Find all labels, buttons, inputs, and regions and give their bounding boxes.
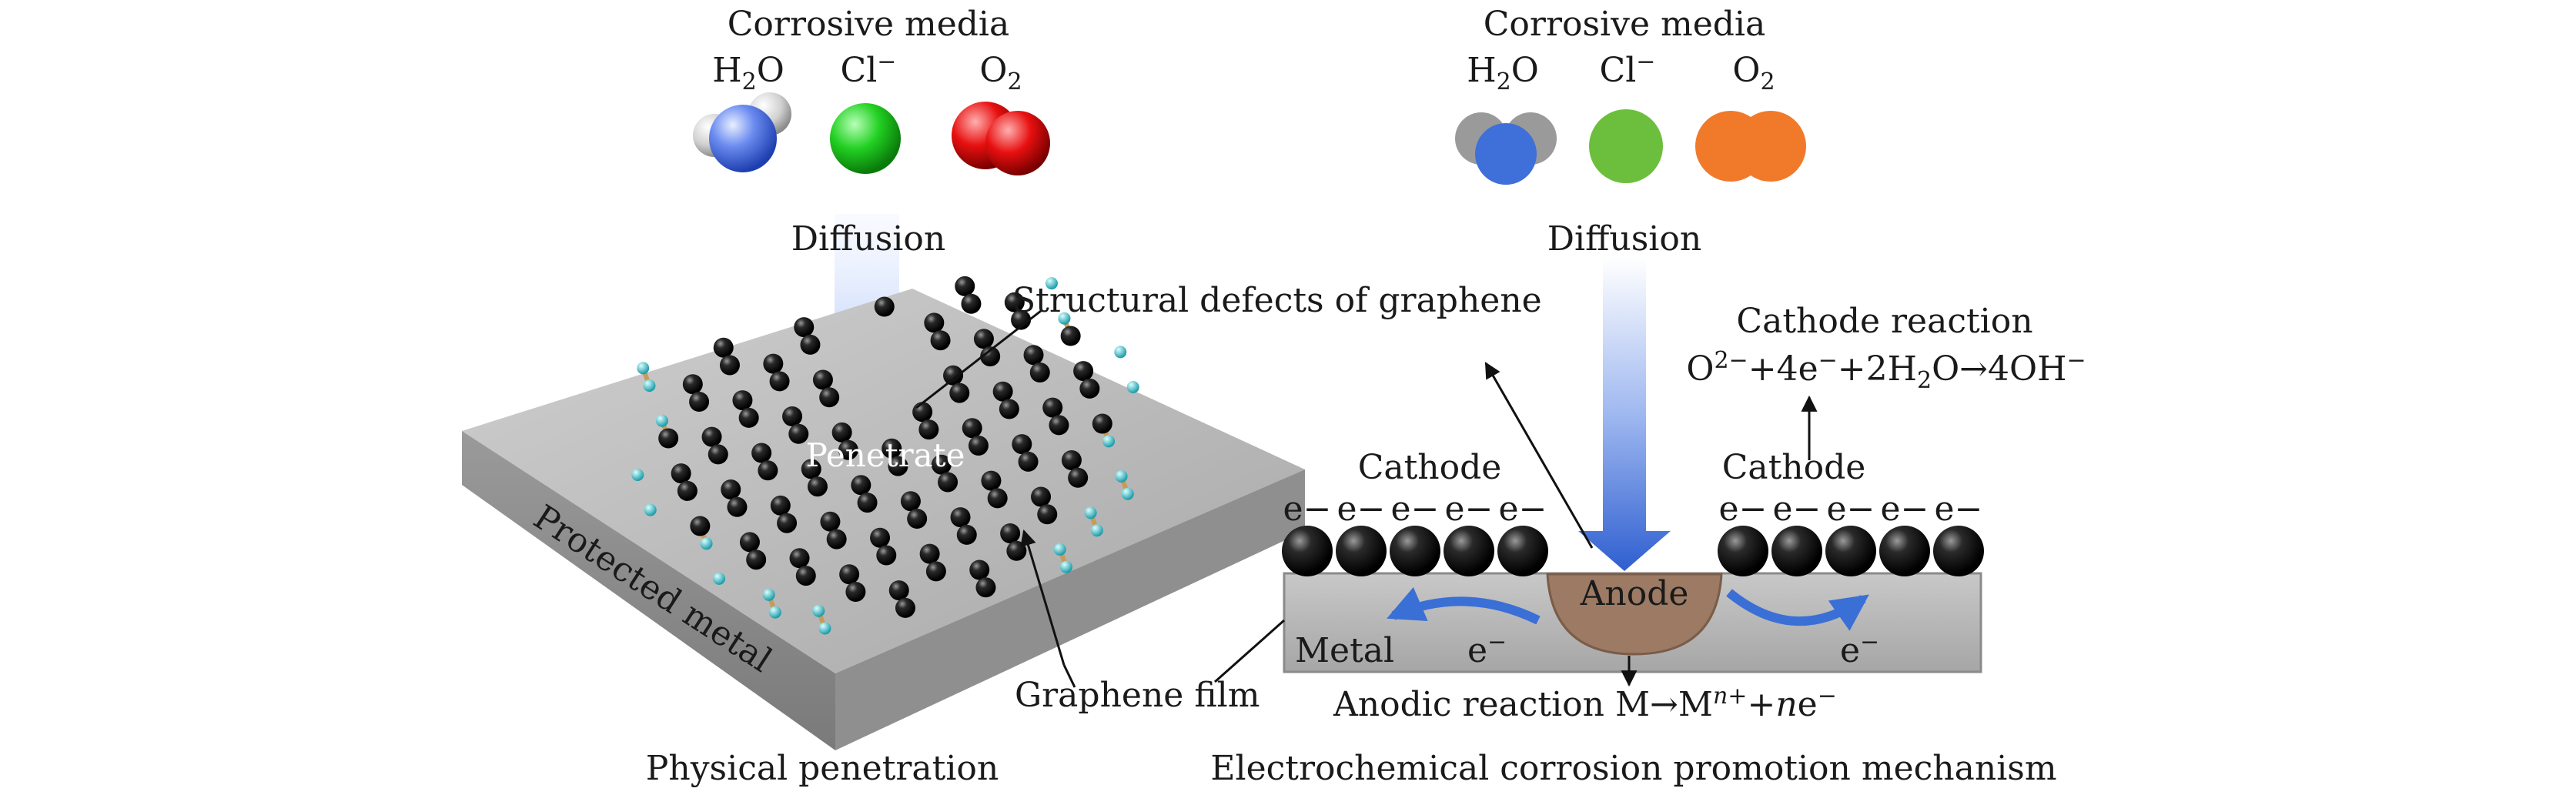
oxygen-molecule-flat-icon — [1695, 111, 1806, 182]
oxygen-molecule-3d-icon — [952, 102, 1050, 175]
right-formula-o2: O2 — [1732, 51, 1775, 95]
cathode-atoms-right — [1718, 526, 1984, 576]
anodic-reaction-label: Anodic reaction M→Mn++ne− — [1333, 683, 1837, 724]
right-diffusion-label: Diffusion — [1547, 219, 1701, 259]
anode-label: Anode — [1580, 574, 1689, 613]
defect-pointer-arrow — [1484, 362, 1594, 549]
left-media-title: Corrosive media — [728, 5, 1009, 44]
svg-text:e−: e− — [1827, 489, 1875, 529]
svg-text:e−: e− — [1499, 489, 1547, 529]
electrons-left-row: e−e−e−e−e− — [1283, 489, 1547, 529]
svg-text:e−: e− — [1773, 489, 1822, 529]
chloride-ion-3d-icon — [830, 103, 901, 174]
water-molecule-3d-icon — [693, 92, 791, 172]
left-formula-cl: Cl− — [841, 48, 897, 90]
penetrate-label: Penetrate — [806, 436, 965, 474]
left-diffusion-label: Diffusion — [791, 219, 945, 259]
anode-region — [1546, 573, 1723, 656]
svg-text:e−: e− — [1935, 489, 1983, 529]
metal-label: Metal — [1295, 631, 1394, 670]
water-molecule-flat-icon — [1455, 112, 1557, 185]
right-panel: Corrosive media H2O Cl− O2 Diffusion Cat… — [1015, 5, 2086, 788]
graphene-film-label: Graphene film — [1015, 676, 1260, 715]
electron-flow-left-arrow — [1387, 586, 1541, 625]
right-caption: Electrochemical corrosion promotion mech… — [1210, 749, 2056, 788]
defect-leader-line — [915, 309, 1042, 409]
svg-text:e−: e− — [1337, 489, 1386, 529]
cathode-reaction-title: Cathode reaction — [1736, 302, 2032, 341]
electrons-right-row: e−e−e−e−e− — [1719, 489, 1983, 529]
right-diffusion-arrow — [1578, 258, 1671, 571]
chloride-ion-flat-icon — [1589, 109, 1663, 183]
left-formula-h2o: H2O — [712, 51, 785, 95]
right-media-title: Corrosive media — [1484, 5, 1765, 44]
right-formula-h2o: H2O — [1467, 51, 1539, 95]
svg-text:e−: e− — [1719, 489, 1768, 529]
graphene-film-leader-left — [1062, 664, 1076, 688]
left-caption: Physical penetration — [646, 749, 999, 788]
cathode-atoms-left — [1282, 526, 1548, 576]
svg-text:e−: e− — [1391, 489, 1440, 529]
svg-text:e−: e− — [1283, 489, 1332, 529]
left-panel: Corrosive media H2O Cl− O2 Diffusion Pro… — [462, 5, 1542, 788]
graphene-film-pointer-arrow — [1020, 529, 1066, 666]
right-formula-cl: Cl− — [1600, 48, 1656, 90]
left-formula-o2: O2 — [979, 51, 1022, 95]
defects-label: Structural defects of graphene — [1012, 281, 1542, 320]
cathode-left-label: Cathode — [1358, 448, 1502, 487]
cathode-reaction-equation: O2−+4e−+2H2O→4OH− — [1686, 347, 2086, 394]
svg-text:e−: e− — [1445, 489, 1494, 529]
cathode-right-label: Cathode — [1722, 448, 1866, 487]
svg-text:e−: e− — [1881, 489, 1929, 529]
electron-flow-right-arrow — [1726, 589, 1869, 631]
graphene-sheet — [631, 276, 1139, 635]
graphene-film-leader-line — [1214, 619, 1285, 683]
electron-label-metal-left: e− — [1467, 629, 1507, 670]
